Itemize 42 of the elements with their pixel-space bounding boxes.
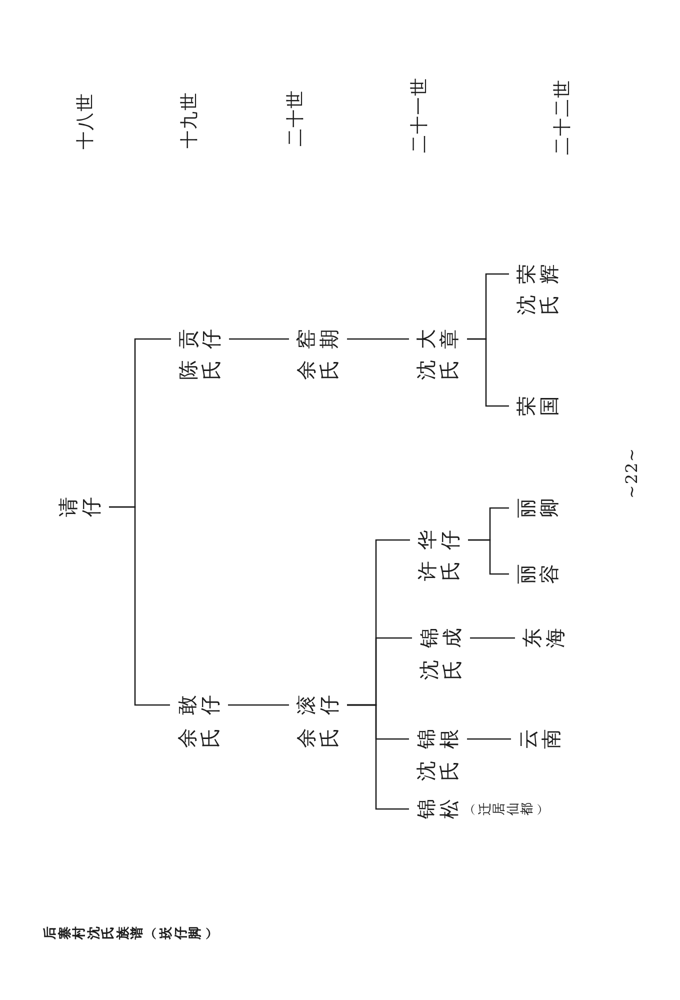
person-name: 大章	[415, 328, 461, 350]
person-name: 锦松	[415, 798, 461, 820]
person-name: 贡仔	[177, 328, 223, 350]
spouse-name: 沈氏	[515, 294, 561, 316]
spouse-name: 余氏	[295, 360, 341, 380]
generation-label: 十九世	[181, 92, 199, 148]
person-name: 敢仔	[176, 694, 222, 716]
person-name: 华仔	[416, 530, 462, 550]
connector-line	[347, 338, 409, 340]
connector-line	[347, 704, 409, 810]
person-name: 请仔	[57, 496, 103, 518]
connector-line	[468, 539, 509, 575]
person-name: 锦成	[418, 628, 464, 648]
running-header: 后寨村沈氏族谱︵崁仔脚︶	[44, 926, 218, 940]
person-name: 滚仔	[295, 694, 341, 716]
person-name: 荣国	[515, 396, 561, 416]
connector-line	[229, 338, 289, 340]
connector-line	[467, 338, 509, 407]
connector-line	[228, 704, 289, 706]
generation-label: 二十世	[287, 90, 305, 146]
person-name: 云南	[517, 728, 563, 750]
generation-label: 二十一世	[411, 77, 429, 153]
connector-line	[109, 506, 170, 706]
person-name: 东海	[521, 628, 567, 648]
person-name: 丽卿	[515, 498, 561, 518]
connector-line	[467, 738, 511, 740]
connector-line	[470, 637, 515, 639]
spouse-name: 陈氏	[177, 360, 223, 380]
spouse-name: 许氏	[416, 560, 462, 582]
spouse-name: 沈氏	[415, 760, 461, 782]
generation-label: 十八世	[77, 92, 95, 150]
generation-label: 二十二世	[554, 79, 572, 155]
person-name: 荣辉	[515, 264, 561, 284]
spouse-name: 余氏	[295, 728, 341, 748]
spouse-name: 沈氏	[418, 660, 464, 680]
spouse-name: 余氏	[176, 728, 222, 748]
note-text: ︵迁居仙都︶	[465, 802, 549, 816]
page-number: ~22~	[624, 447, 640, 499]
person-name: 锦根	[415, 728, 461, 750]
person-name: 窑期	[295, 328, 341, 350]
person-name: 丽容	[515, 564, 561, 584]
spouse-name: 沈氏	[415, 360, 461, 380]
